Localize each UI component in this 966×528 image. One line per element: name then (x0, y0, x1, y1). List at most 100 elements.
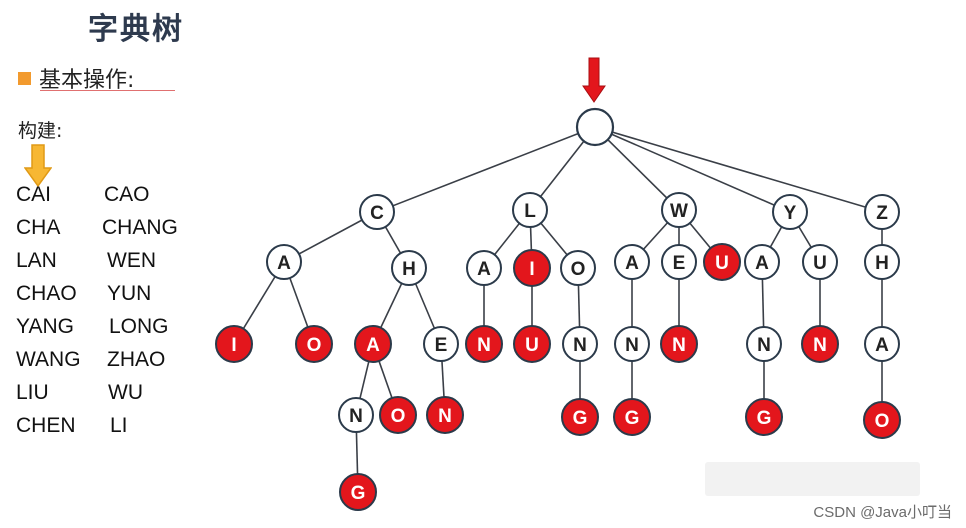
node-label: N (573, 335, 587, 356)
word-end-node-circle (513, 249, 551, 287)
trie-node-yang: G (745, 398, 783, 436)
trie-node-wu: U (703, 243, 741, 281)
node-label: N (438, 406, 452, 427)
node-circle (562, 326, 598, 362)
node-label: O (391, 406, 406, 427)
node-circle (359, 194, 395, 230)
section-heading-text: 基本操作: (39, 68, 135, 93)
node-label: U (715, 253, 729, 274)
node-circle (466, 250, 502, 286)
node-label: O (307, 335, 322, 356)
spellcheck-underline (40, 90, 175, 91)
word-end-node-circle (660, 325, 698, 363)
word-end-node-circle (465, 325, 503, 363)
node-label: G (625, 408, 640, 429)
trie-node-ca: A (266, 244, 302, 280)
node-label: A (755, 253, 769, 274)
trie-node-w: W (661, 192, 697, 228)
word-end-node-circle (295, 325, 333, 363)
word-end-node-circle (863, 401, 901, 439)
trie-node-li: I (513, 249, 551, 287)
node-label: N (625, 335, 639, 356)
node-label: U (813, 253, 827, 274)
trie-node-chao: O (379, 396, 417, 434)
trie-edge-root-w (594, 126, 680, 211)
trie-node-yan: N (746, 326, 782, 362)
word-end-node-circle (513, 325, 551, 363)
blurred-watermark-area (705, 462, 920, 496)
word-right: CHANG (102, 216, 178, 239)
word-left: CHAO (16, 282, 77, 305)
node-circle (338, 397, 374, 433)
trie-edge-root-c (376, 126, 596, 213)
trie-node-zhao: O (863, 401, 901, 439)
word-right: CAO (104, 183, 150, 206)
watermark: CSDN @Java小叮当 (813, 504, 952, 521)
node-circle (575, 107, 615, 147)
node-label: L (524, 201, 536, 222)
word-right: ZHAO (107, 348, 166, 371)
node-label: W (670, 201, 688, 222)
node-label: E (673, 253, 686, 274)
node-circle (391, 250, 427, 286)
trie-node-cao: O (295, 325, 333, 363)
word-right: LI (110, 414, 128, 437)
word-end-node-circle (613, 398, 651, 436)
trie-node-chen: N (426, 396, 464, 434)
word-left: YANG (16, 315, 74, 338)
trie-node-yu: U (802, 244, 838, 280)
node-circle (772, 194, 808, 230)
node-label: A (875, 335, 889, 356)
word-left: CAI (16, 183, 52, 206)
trie-node-cha: A (354, 325, 392, 363)
node-label: Y (784, 203, 797, 224)
node-label: A (625, 253, 639, 274)
trie-node-wan: N (614, 326, 650, 362)
node-label: U (525, 335, 539, 356)
trie-node-chang: G (339, 473, 377, 511)
node-circle (864, 244, 900, 280)
trie-node-wang: G (613, 398, 651, 436)
word-left: CHEN (16, 414, 76, 437)
trie-node-l: L (512, 192, 548, 228)
node-circle (746, 326, 782, 362)
node-label: G (351, 483, 366, 504)
node-label: H (402, 259, 416, 280)
word-end-node-circle (339, 473, 377, 511)
trie-node-lo: O (560, 250, 596, 286)
root-pointer-arrow-icon (582, 57, 606, 103)
word-end-node-circle (801, 325, 839, 363)
trie-node-yun: N (801, 325, 839, 363)
trie-node-cai: I (215, 325, 253, 363)
trie-node-y: Y (772, 194, 808, 230)
node-label: G (573, 408, 588, 429)
node-circle (864, 194, 900, 230)
node-label: I (231, 335, 236, 356)
node-label: E (435, 335, 448, 356)
node-label: O (571, 259, 586, 280)
trie-node-zha: A (864, 326, 900, 362)
word-left: LAN (16, 249, 57, 272)
trie-node-long: G (561, 398, 599, 436)
trie-node-wa: A (614, 244, 650, 280)
trie-edges (233, 126, 883, 493)
node-label: N (672, 335, 686, 356)
trie-node-root (575, 107, 615, 147)
trie-node-la: A (466, 250, 502, 286)
trie-node-che: E (423, 326, 459, 362)
word-end-node-circle (745, 398, 783, 436)
word-right: LONG (109, 315, 169, 338)
word-end-node-circle (354, 325, 392, 363)
word-end-node-circle (426, 396, 464, 434)
trie-edge-root-y (594, 126, 791, 213)
trie-node-ch: H (391, 250, 427, 286)
node-label: Z (876, 203, 888, 224)
node-circle (661, 244, 697, 280)
word-left: CHA (16, 216, 61, 239)
word-end-node-circle (703, 243, 741, 281)
node-circle (614, 244, 650, 280)
node-circle (614, 326, 650, 362)
bullet-square-icon (18, 72, 31, 85)
word-right: WEN (107, 249, 156, 272)
